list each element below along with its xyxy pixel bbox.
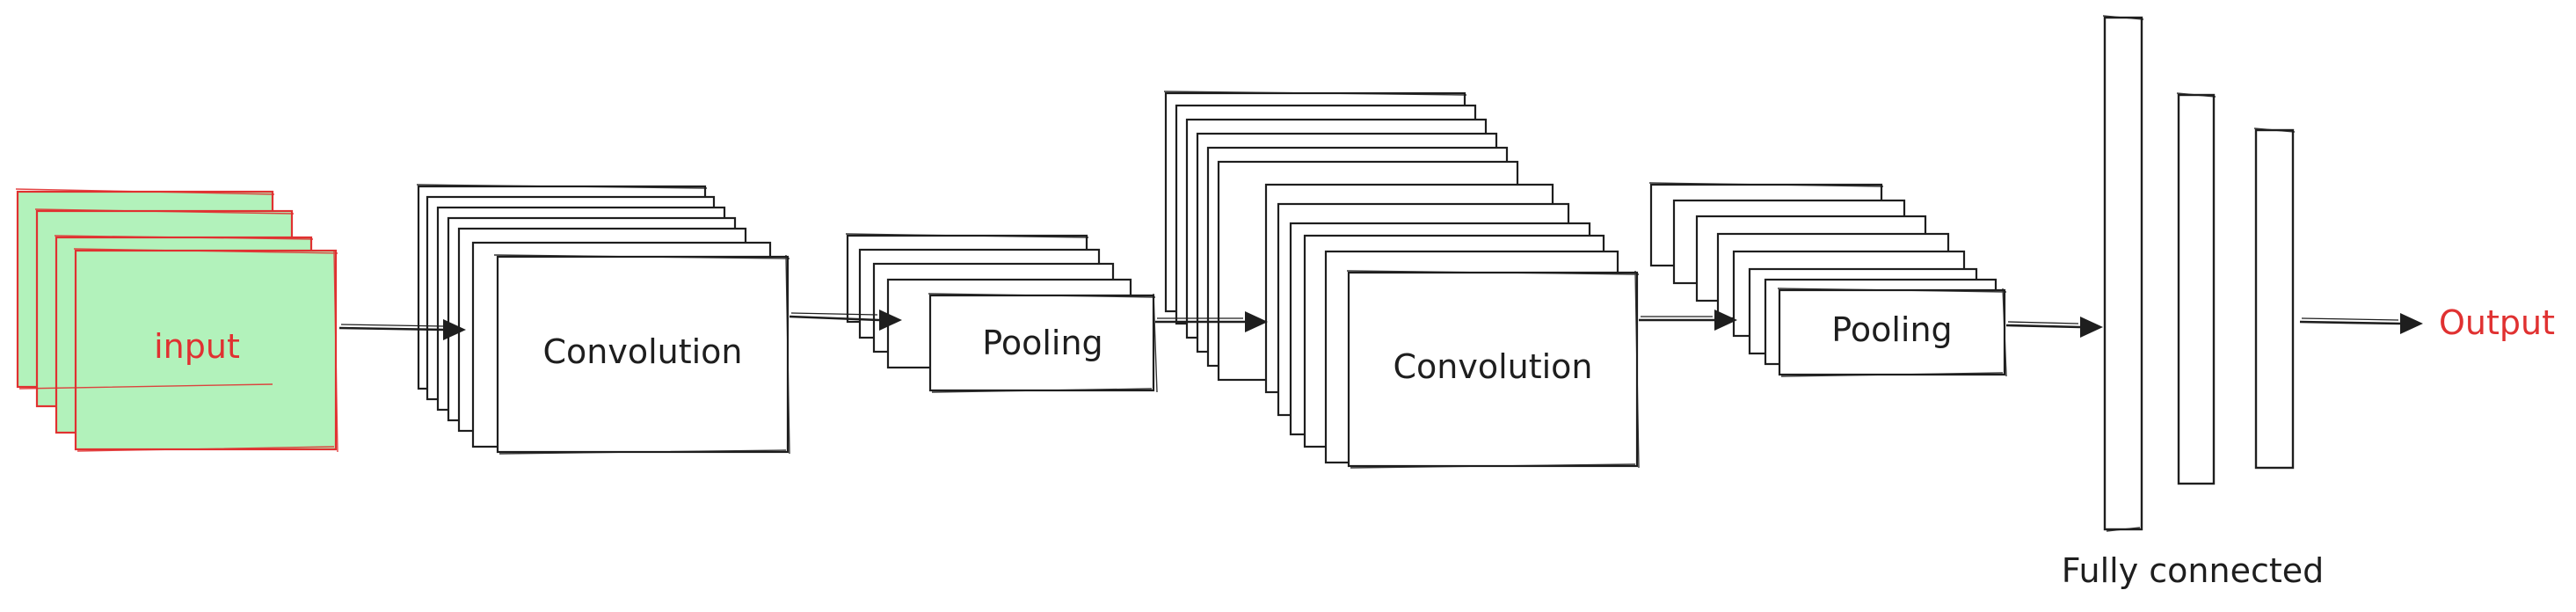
pooling-label-1: Pooling: [982, 324, 1102, 362]
arrow-conv1-to-pool1: [789, 310, 902, 331]
convolution-block-2: Convolution: [1163, 91, 1640, 469]
input-block: input: [15, 188, 338, 453]
convolution-label-1: Convolution: [542, 332, 742, 371]
convolution-block-1: Convolution: [416, 184, 790, 455]
convolution-label-2: Convolution: [1393, 347, 1592, 386]
fc-layer-2: [2177, 93, 2216, 485]
output-label: Output: [2439, 303, 2555, 342]
input-label: input: [154, 327, 240, 366]
fully-connected-label: Fully connected: [2062, 551, 2325, 590]
fc-layer-3: [2254, 128, 2295, 470]
arrow-conv2-to-pool2: [1639, 310, 1737, 331]
fully-connected-block: Fully connected: [2062, 15, 2325, 590]
arrow-input-to-conv1: [338, 319, 466, 340]
pooling-block-2: Pooling: [1648, 182, 2007, 377]
pooling-label-2: Pooling: [1831, 310, 1952, 349]
pooling-block-1: Pooling: [845, 233, 1158, 393]
arrow-pool1-to-conv2: [1155, 311, 1268, 332]
fc-layer-1: [2103, 16, 2143, 531]
arrow-fc-to-output: [2299, 313, 2423, 334]
arrow-pool2-to-fc: [2005, 317, 2103, 338]
